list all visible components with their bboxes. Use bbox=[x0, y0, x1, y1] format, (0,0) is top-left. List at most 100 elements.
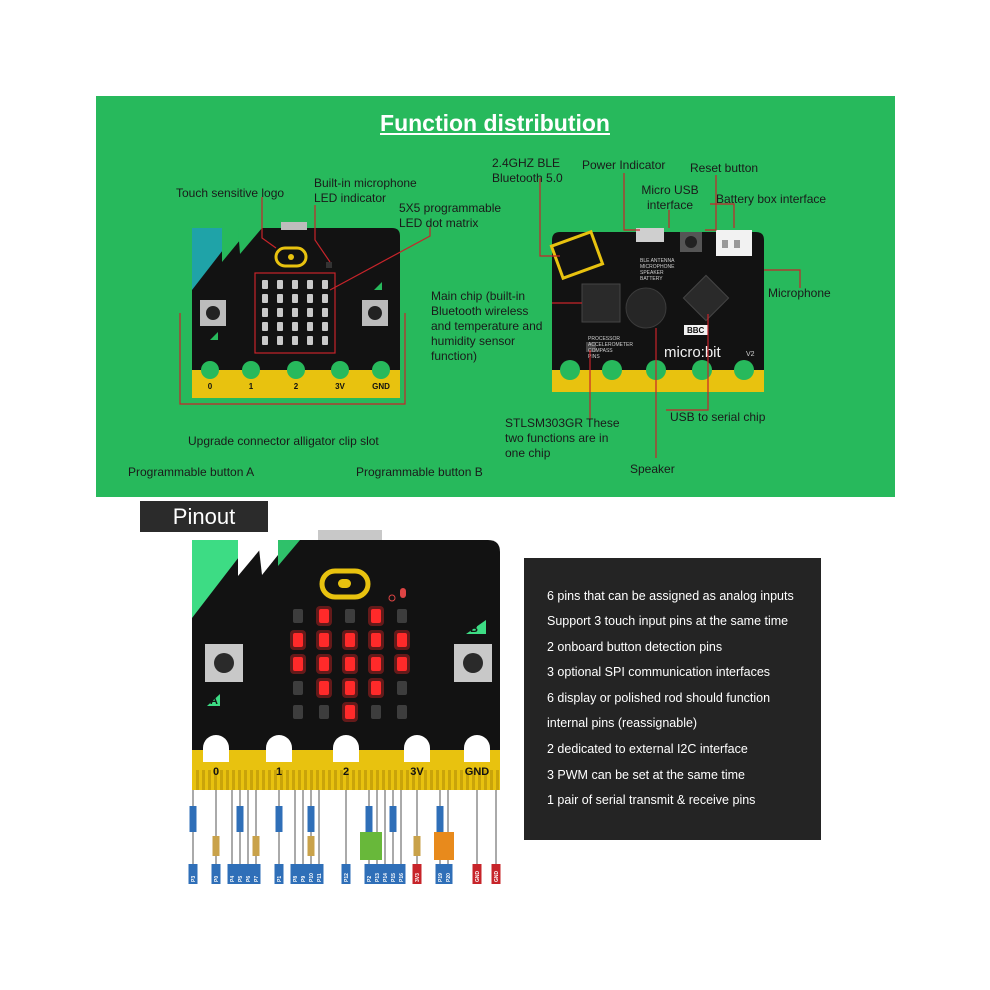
front-pad-label: GND bbox=[372, 382, 390, 391]
info-line: Support 3 touch input pins at the same t… bbox=[547, 614, 789, 628]
led-on bbox=[319, 633, 329, 647]
led bbox=[277, 308, 283, 317]
pinout-pad-label: GND bbox=[465, 766, 490, 778]
pin-name: P2 bbox=[367, 876, 373, 882]
touch-logo-icon bbox=[274, 246, 308, 268]
led bbox=[277, 294, 283, 303]
label-reset-button: Reset button bbox=[690, 161, 759, 175]
led-on bbox=[371, 681, 381, 695]
led bbox=[262, 280, 268, 289]
led bbox=[262, 336, 268, 345]
label-touch-logo: Touch sensitive logo bbox=[176, 186, 285, 200]
led-on bbox=[319, 681, 329, 695]
pin-name: P16 bbox=[399, 873, 405, 882]
pinout-pad-label: 1 bbox=[276, 766, 282, 778]
pin-tag bbox=[396, 864, 406, 884]
info-line: 3 PWM can be set at the same time bbox=[547, 768, 745, 782]
led bbox=[307, 336, 313, 345]
button-a-label: A bbox=[210, 695, 218, 707]
label-main-chip: Main chip (built-in Bluetooth wireless a… bbox=[431, 289, 543, 363]
microbit-brand: micro:bit bbox=[664, 344, 722, 361]
pin-tag bbox=[380, 864, 390, 884]
info-line: 2 onboard button detection pins bbox=[547, 640, 723, 654]
label-microphone-led: Built-in microphone LED indicator bbox=[314, 176, 417, 205]
usb-serial-chip-icon bbox=[682, 274, 730, 322]
bbc-logo: BBC bbox=[687, 326, 705, 335]
led bbox=[262, 322, 268, 331]
pin-name: P15 bbox=[391, 873, 397, 882]
label-usb-serial: USB to serial chip bbox=[670, 410, 766, 424]
pin-name: P12 bbox=[344, 873, 350, 882]
pin-tag bbox=[306, 864, 316, 884]
pin-name: P7 bbox=[254, 876, 260, 882]
front-led-matrix bbox=[254, 272, 336, 354]
led bbox=[277, 322, 283, 331]
led-on bbox=[345, 705, 355, 719]
pin-name: P1 bbox=[277, 876, 283, 882]
button-b-label: B bbox=[470, 623, 478, 635]
led-on bbox=[319, 609, 329, 623]
spi-block bbox=[360, 832, 382, 860]
led bbox=[292, 308, 298, 317]
label-stlsm: STLSM303GR These two functions are in on… bbox=[505, 416, 620, 460]
pin-info-box bbox=[524, 558, 821, 840]
microphone-icon bbox=[400, 588, 406, 598]
pin-tag bbox=[341, 864, 351, 884]
pin-name: P0 bbox=[214, 876, 220, 882]
pin-name: P14 bbox=[383, 873, 389, 882]
pin-tag bbox=[472, 864, 482, 884]
pinout-pad-label: 0 bbox=[213, 766, 219, 778]
pin-tag bbox=[412, 864, 422, 884]
main-chip-icon bbox=[581, 283, 621, 323]
led bbox=[307, 322, 313, 331]
info-line: 1 pair of serial transmit & receive pins bbox=[547, 793, 756, 807]
pin-tag bbox=[491, 864, 501, 884]
pin-name: P10 bbox=[309, 873, 315, 882]
i2c-block bbox=[434, 832, 454, 860]
pin-tag bbox=[227, 864, 237, 884]
pinout-tag: Pinout bbox=[140, 501, 268, 532]
led-on bbox=[345, 633, 355, 647]
label-micro-usb: Micro USB interface bbox=[641, 183, 699, 212]
back-pad-hole bbox=[560, 360, 580, 380]
led bbox=[307, 308, 313, 317]
function-distribution-title: Function distribution bbox=[380, 110, 610, 136]
leader-lines bbox=[179, 173, 801, 458]
pin-name: P5 bbox=[238, 876, 244, 882]
pad-hole bbox=[242, 361, 260, 379]
label-power-indicator: Power Indicator bbox=[582, 158, 666, 172]
v2-mark: V2 bbox=[746, 351, 755, 358]
led bbox=[307, 280, 313, 289]
led bbox=[307, 294, 313, 303]
led-on bbox=[345, 681, 355, 695]
front-pad-label: 2 bbox=[294, 382, 299, 391]
antenna-icon bbox=[549, 229, 605, 281]
info-line: internal pins (reassignable) bbox=[547, 716, 698, 730]
led-off bbox=[293, 681, 303, 695]
pin-tag bbox=[235, 864, 245, 884]
pin-name: P9 bbox=[301, 876, 307, 882]
led-off bbox=[319, 705, 329, 719]
back-pad-hole bbox=[602, 360, 622, 380]
pin-name: P8 bbox=[293, 876, 299, 882]
pin-name: P3 bbox=[191, 876, 197, 882]
pin-tag bbox=[364, 864, 374, 884]
info-line: 2 dedicated to external I2C interface bbox=[547, 742, 748, 756]
led bbox=[262, 308, 268, 317]
pin-tag bbox=[290, 864, 300, 884]
pin-tag bbox=[243, 864, 253, 884]
pad-hole bbox=[372, 361, 390, 379]
pin-tag bbox=[274, 864, 284, 884]
led-on bbox=[345, 657, 355, 671]
pin-name: 3V3 bbox=[415, 873, 421, 882]
pinout-pad-label: 3V bbox=[410, 766, 424, 778]
pin-name: P11 bbox=[317, 873, 323, 882]
front-pad-label: 0 bbox=[208, 382, 213, 391]
